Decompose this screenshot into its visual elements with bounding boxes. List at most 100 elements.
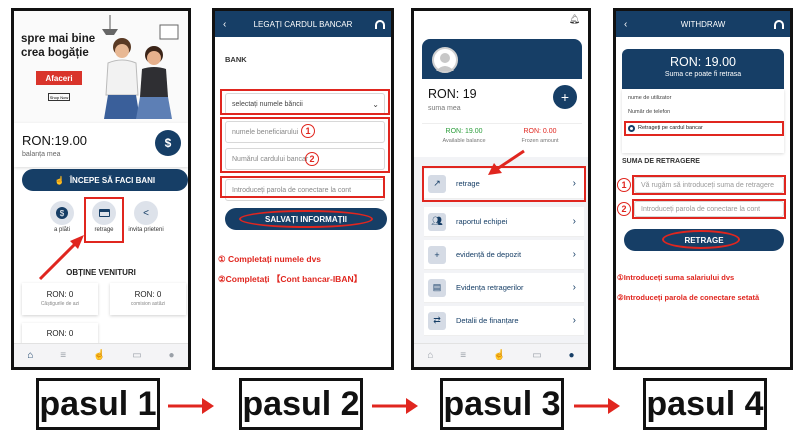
home-icon[interactable]: ⌂ <box>427 350 434 361</box>
dollar-icon[interactable]: $ <box>155 130 181 156</box>
withdraw-action[interactable] <box>92 201 116 225</box>
pointer-arrow <box>488 149 525 175</box>
page-title: LEGAȚI CARDUL BANCAR <box>253 19 353 29</box>
status-area: 🔔︎ <box>414 11 588 29</box>
promo-banner[interactable]: spre mai bine crea bogăție Afaceri Shop … <box>14 11 188 123</box>
chat-icon[interactable]: ▭ <box>132 350 142 361</box>
bank-section-label: BANK <box>225 55 247 64</box>
highlight-save-oval <box>239 210 373 228</box>
phone-step4: ‹ WITHDRAW RON: 19.00 Suma ce poate fi r… <box>613 8 793 370</box>
menu-label: retrage <box>456 179 480 188</box>
card-number-placeholder: Numărul cardului bancar <box>232 155 309 163</box>
hand-icon[interactable]: ☝ <box>492 350 506 361</box>
start-earning-label: ÎNCEPE SĂ FACI BANI <box>69 175 156 185</box>
headset-icon[interactable] <box>375 19 385 29</box>
frozen-label: Frozen amount <box>521 138 559 144</box>
list-icon[interactable]: ≡ <box>60 350 67 361</box>
banner-line2: crea bogăție <box>21 47 89 59</box>
banner-people-image <box>102 15 179 119</box>
chevron-right-icon: › <box>572 249 576 260</box>
radio-bank-card[interactable] <box>628 125 635 132</box>
card-icon <box>98 209 110 217</box>
bottom-nav: ⌂ ≡ ☝ ▭ ● <box>14 343 188 367</box>
arrow-right-icon <box>574 398 620 414</box>
balance-card: RON: 19 suma mea + <box>422 79 582 119</box>
amount-card: RON: 19.00 Suma ce poate fi retrasa <box>622 49 784 89</box>
share-icon[interactable]: < <box>134 201 158 225</box>
menu-item-withdraw[interactable]: ↗retrage› <box>424 169 584 199</box>
list-icon[interactable]: ≡ <box>460 350 467 361</box>
step-label-4: pasul 4 <box>643 378 767 430</box>
marker-1: 1 <box>617 178 631 192</box>
stat-label: Câștigurile de azi <box>40 301 80 307</box>
pay-action[interactable]: $ <box>50 201 74 225</box>
menu-item-deposit-records[interactable]: + evidență de depozit › <box>424 240 584 270</box>
instruction-note-1: ①Introduceți suma salariului dvs <box>617 273 735 282</box>
password-placeholder: Introduceți parola de conectare la cont <box>641 205 761 213</box>
withdrawable-label: Suma ce poate fi retrasa <box>664 71 742 78</box>
chat-icon[interactable]: ▭ <box>532 350 542 361</box>
menu-item-withdraw-records[interactable]: ▤Evidența retragerilor› <box>424 273 584 303</box>
avatar[interactable] <box>432 47 458 73</box>
amount-field[interactable]: Vă rugăm să introduceți suma de retrager… <box>634 177 784 193</box>
stat-label: comision astăzi <box>130 301 166 307</box>
chevron-right-icon: › <box>572 178 576 189</box>
arrow-right-icon <box>168 398 214 414</box>
chevron-right-icon: › <box>572 216 576 227</box>
marker-1: 1 <box>301 124 315 138</box>
highlight-radio <box>624 121 784 136</box>
highlight-bank-select <box>220 89 390 115</box>
bank-select-value: selectați numele băncii <box>232 100 303 108</box>
password-field[interactable]: Introduceți parola de conectare la cont <box>225 179 385 201</box>
marker-2: 2 <box>617 202 631 216</box>
withdraw-label: retrage <box>94 227 114 233</box>
menu-item-team-report[interactable]: 👥︎raportul echipei› <box>424 207 584 237</box>
user-icon[interactable]: ● <box>168 350 175 361</box>
menu-item-finance-details[interactable]: ⇄Detalii de finanțare› <box>424 306 584 336</box>
password-field[interactable]: Introduceți parola de conectare la cont <box>634 201 784 217</box>
balance-card: RON:19.00 balanța mea $ <box>14 123 188 167</box>
menu-label: raportul echipei <box>456 217 508 226</box>
phone-step2: ‹ LEGAȚI CARDUL BANCAR BANK selectați nu… <box>212 8 394 370</box>
password-placeholder: Introduceți parola de conectare la cont <box>232 186 352 194</box>
stat-value: RON: 0 <box>134 290 162 299</box>
marker-2: 2 <box>305 152 319 166</box>
highlight-amount <box>632 175 786 195</box>
page-title: WITHDRAW <box>680 19 726 29</box>
banner-line1: spre mai bine <box>21 33 96 45</box>
bell-icon[interactable]: 🔔︎ <box>568 14 580 24</box>
withdrawable-amount: RON: 19.00 <box>669 55 736 69</box>
phone-label: Număr de telefon <box>628 109 671 115</box>
amount-placeholder: Vă rugăm să introduceți suma de retrager… <box>641 181 775 189</box>
earn-title: OBȚINE VENITURI <box>66 268 136 277</box>
back-icon[interactable]: ‹ <box>624 18 628 30</box>
top-bar: ‹ WITHDRAW <box>616 11 790 37</box>
back-icon[interactable]: ‹ <box>223 18 227 30</box>
dollar-icon: $ <box>56 207 68 219</box>
highlight-password <box>632 199 786 219</box>
banner-tag: Afaceri <box>36 71 82 85</box>
step-label-2: pasul 2 <box>239 378 363 430</box>
arrow-right-icon <box>372 398 418 414</box>
available-label: Available balance <box>442 138 486 144</box>
headset-icon[interactable] <box>774 19 784 29</box>
add-icon[interactable]: + <box>553 85 577 109</box>
person-icon <box>436 53 454 71</box>
menu-label: evidență de depozit <box>456 250 522 259</box>
stat-value: RON: 0 <box>46 329 74 338</box>
beneficiary-placeholder: numele beneficiarului <box>232 128 299 136</box>
hand-pointer-icon: ☝ <box>54 175 65 185</box>
balance-label: balanța mea <box>22 151 61 158</box>
deposit-icon: + <box>428 245 446 264</box>
start-earning-button[interactable]: ☝ ÎNCEPE SĂ FACI BANI <box>22 169 188 191</box>
user-icon[interactable]: ● <box>568 350 575 361</box>
username-label: nume de utilizator <box>628 95 672 101</box>
balance-value: RON: 19 <box>428 87 477 101</box>
hand-icon[interactable]: ☝ <box>92 350 106 361</box>
chevron-right-icon: › <box>572 282 576 293</box>
banner-shop-button[interactable]: Shop Now <box>48 93 70 101</box>
instruction-note-2: ②Completați 【Cont bancar-IBAN】 <box>218 274 363 284</box>
menu-label: Evidența retragerilor <box>456 283 524 292</box>
home-icon[interactable]: ⌂ <box>27 350 34 361</box>
step-label-3: pasul 3 <box>440 378 564 430</box>
